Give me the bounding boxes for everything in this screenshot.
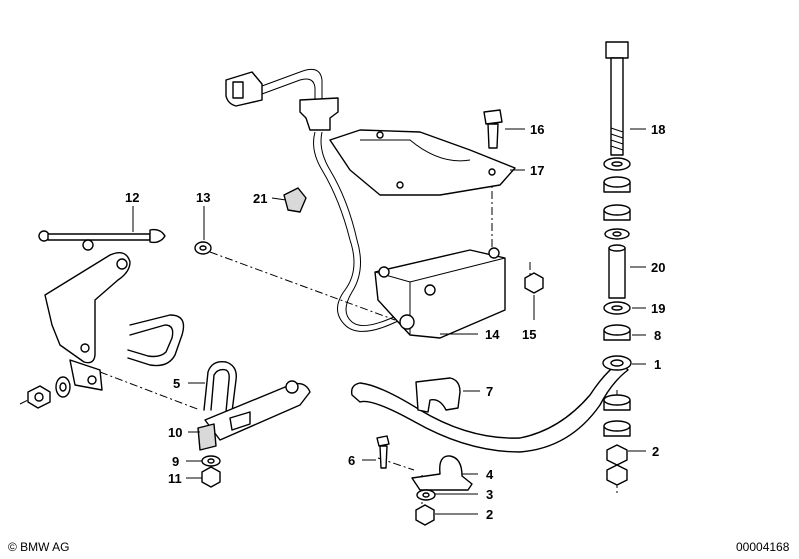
callout-13: 13 [196, 190, 210, 205]
rubber-bush-upper-1 [603, 157, 631, 171]
callout-20: 20 [651, 260, 665, 275]
u-bolt-large [127, 314, 185, 367]
cover-plate-17 [329, 129, 516, 196]
callout-21: 21 [253, 191, 267, 206]
bolt-16 [483, 109, 503, 149]
washer-13 [194, 241, 212, 255]
callout-16: 16 [530, 122, 544, 137]
copyright-label: © BMW AG [8, 540, 70, 554]
nut-2-bottom [415, 504, 435, 526]
callout-12: 12 [125, 190, 139, 205]
rubber-bush-1 [602, 355, 632, 371]
washer-19 [603, 301, 631, 315]
callout-15: 15 [522, 327, 536, 342]
callout-1: 1 [654, 357, 661, 372]
washer-upper [604, 228, 630, 240]
stabilizer-bar [350, 361, 629, 453]
bracket [44, 252, 131, 391]
nut-11 [201, 466, 221, 488]
rubber-bush-upper-3 [603, 204, 631, 221]
leader-lines [132, 128, 646, 515]
callout-6: 6 [348, 453, 355, 468]
nut-2-right [606, 444, 628, 466]
nut-left [27, 385, 51, 409]
bolt-6 [376, 435, 390, 469]
rubber-bush-lower-2 [603, 420, 631, 437]
callout-11: 11 [168, 471, 182, 486]
cable-and-plug [225, 68, 401, 332]
callout-10: 10 [168, 425, 182, 440]
callout-3: 3 [486, 487, 493, 502]
callout-2a: 2 [652, 444, 659, 459]
u-clip-5 [203, 361, 237, 413]
callout-5: 5 [173, 376, 180, 391]
callout-7: 7 [486, 384, 493, 399]
callout-19: 19 [651, 301, 665, 316]
clamp-4 [411, 455, 473, 491]
washer-3 [416, 489, 436, 501]
clip-21 [283, 187, 307, 213]
clamp-10 [197, 423, 217, 451]
callouts: 1 2 2 3 4 5 6 7 8 9 10 11 12 13 14 15 16… [125, 122, 665, 522]
rubber-bush-upper-2 [603, 176, 631, 193]
bolt-18 [605, 41, 629, 156]
image-number: 00004168 [736, 540, 790, 554]
sensor-housing-14 [374, 247, 506, 339]
callout-18: 18 [651, 122, 665, 137]
nut-15 [524, 272, 544, 294]
callout-8: 8 [654, 328, 661, 343]
callout-2b: 2 [486, 507, 493, 522]
washer-left [55, 376, 71, 398]
rubber-bush-lower-1 [603, 394, 631, 411]
rubber-mount-7 [415, 377, 461, 413]
spacer-tube-20 [608, 244, 626, 299]
nut-lower-right [606, 464, 628, 486]
callout-14: 14 [485, 327, 500, 342]
callout-17: 17 [530, 163, 544, 178]
lever-plate [204, 380, 311, 441]
rubber-bush-8 [603, 324, 631, 341]
callout-4: 4 [486, 467, 494, 482]
callout-9: 9 [172, 454, 179, 469]
washer-9 [201, 455, 221, 467]
connecting-link [38, 228, 166, 251]
